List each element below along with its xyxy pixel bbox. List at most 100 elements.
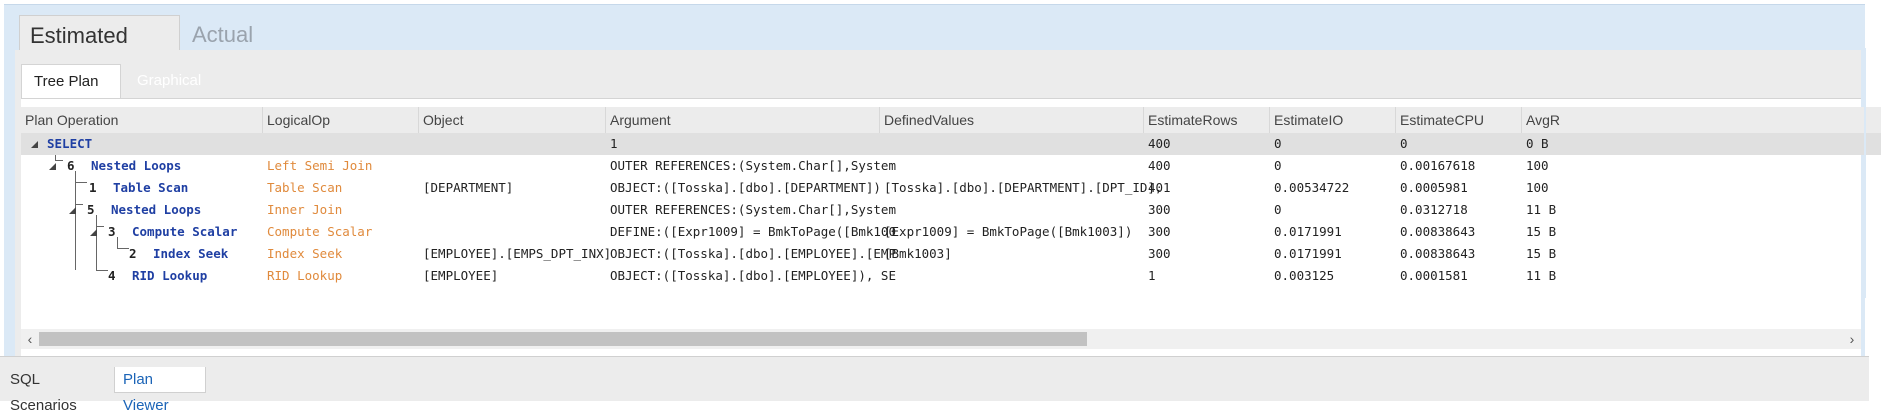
column-header-estimaterows[interactable]: EstimateRows xyxy=(1144,107,1270,133)
logicalop-cell: Left Semi Join xyxy=(267,158,373,173)
collapse-triangle-icon[interactable] xyxy=(69,207,79,217)
plan-operation-name[interactable]: Index Seek xyxy=(153,246,229,261)
object-cell xyxy=(419,199,606,221)
plan-operation-name[interactable]: Table Scan xyxy=(113,180,189,195)
avgr-cell: 100 xyxy=(1526,158,1549,173)
logicalop-cell: RID Lookup xyxy=(267,268,343,283)
horizontal-scrollbar[interactable]: ‹ › xyxy=(21,329,1861,349)
tab-tree-plan[interactable]: Tree Plan xyxy=(21,64,121,98)
plan-row-rid-lookup[interactable]: 4 RID Lookup RID Lookup [EMPLOYEE] OBJEC… xyxy=(21,265,1881,287)
avgr-cell: 100 xyxy=(1526,180,1549,195)
column-header-argument[interactable]: Argument xyxy=(606,107,880,133)
argument-cell: OUTER REFERENCES:(System.Char[],System xyxy=(610,202,896,217)
estimaterows-cell: 401 xyxy=(1148,180,1171,195)
estimateio-cell: 0.003125 xyxy=(1274,268,1335,283)
plan-operation-name[interactable]: SELECT xyxy=(47,136,93,151)
column-header-object[interactable]: Object xyxy=(419,107,606,133)
plan-row-compute-scalar[interactable]: 3 Compute Scalar Compute Scalar DEFINE:(… xyxy=(21,221,1881,243)
estimaterows-cell: 400 xyxy=(1148,136,1171,151)
avgr-cell: 15 B xyxy=(1526,224,1557,239)
argument-cell: DEFINE:([Expr1009] = BmkToPage([Bmk100 xyxy=(610,224,896,239)
chevron-right-icon[interactable]: › xyxy=(1849,331,1855,347)
collapse-triangle-icon[interactable] xyxy=(31,141,41,151)
estimatecpu-cell: 0.0001581 xyxy=(1400,268,1468,283)
tree-line xyxy=(117,237,118,248)
plan-operation-name[interactable]: RID Lookup xyxy=(132,268,208,283)
plan-operation-cell: 3 Compute Scalar xyxy=(21,221,283,243)
node-id: 3 xyxy=(108,224,116,239)
column-header-plan-operation[interactable]: Plan Operation xyxy=(21,107,263,133)
object-cell xyxy=(419,155,606,177)
tab-graphical-plan[interactable]: Graphical Plan xyxy=(137,72,202,123)
node-id: 2 xyxy=(129,246,137,261)
tree-line xyxy=(96,226,104,227)
bottom-tab-bar: SQL Scenarios Plan Viewer xyxy=(0,356,1869,414)
tab-plan-viewer[interactable]: Plan Viewer xyxy=(114,367,206,414)
panel-edge xyxy=(1864,48,1866,298)
tree-line xyxy=(117,248,129,249)
plan-operation-cell: 2 Index Seek xyxy=(21,243,283,265)
avgr-cell: 11 B xyxy=(1526,268,1557,283)
object-cell: [EMPLOYEE] xyxy=(423,268,499,283)
column-header-estimatecpu[interactable]: EstimateCPU xyxy=(1396,107,1522,133)
estimatecpu-cell: 0.0005981 xyxy=(1400,180,1468,195)
tree-line xyxy=(75,204,83,205)
estimatecpu-cell: 0.00167618 xyxy=(1400,158,1476,173)
tree-line xyxy=(75,182,87,183)
node-id: 1 xyxy=(89,180,97,195)
plan-row-select[interactable]: SELECT 1 400 0 0 0 B xyxy=(21,133,1881,155)
plan-row-nested-loops[interactable]: 5 Nested Loops Inner Join OUTER REFERENC… xyxy=(21,199,1881,221)
node-id: 4 xyxy=(108,268,116,283)
column-header-logicalop[interactable]: LogicalOp xyxy=(263,107,419,133)
estimatecpu-cell: 0.00838643 xyxy=(1400,246,1476,261)
estimateio-cell: 0 xyxy=(1274,136,1282,151)
definedvalues-cell: [Bmk1003] xyxy=(884,246,952,261)
node-id: 6 xyxy=(67,158,75,173)
plan-row-table-scan[interactable]: 1 Table Scan Table Scan [DEPARTMENT] OBJ… xyxy=(21,177,1881,199)
tree-line xyxy=(96,270,108,271)
plan-row-nested-loops[interactable]: 6 Nested Loops Left Semi Join OUTER REFE… xyxy=(21,155,1881,177)
plan-operation-name[interactable]: Nested Loops xyxy=(91,158,182,173)
column-header-definedvalues[interactable]: DefinedValues xyxy=(880,107,1144,133)
tree-plan-grid: Plan Operation LogicalOp Object Argument… xyxy=(21,107,1881,329)
node-id: 5 xyxy=(87,202,95,217)
avgr-cell: 15 B xyxy=(1526,246,1557,261)
estimateio-cell: 0 xyxy=(1274,158,1282,173)
definedvalues-cell xyxy=(880,199,1144,221)
avgr-cell: 0 B xyxy=(1526,136,1549,151)
tree-plan-grid-frame: Plan Operation LogicalOp Object Argument… xyxy=(21,98,1881,357)
estimaterows-cell: 1 xyxy=(1148,268,1156,283)
argument-cell: OBJECT:([Tosska].[dbo].[DEPARTMENT]) xyxy=(610,180,881,195)
argument-cell: 1 xyxy=(610,136,618,151)
scrollbar-thumb[interactable] xyxy=(39,332,1087,346)
plan-row-index-seek[interactable]: 2 Index Seek Index Seek [EMPLOYEE].[EMPS… xyxy=(21,243,1881,265)
logicalop-cell: Inner Join xyxy=(267,202,343,217)
plan-operation-name[interactable]: Nested Loops xyxy=(111,202,202,217)
plan-operation-cell: 6 Nested Loops xyxy=(21,155,283,177)
column-header-estimateio[interactable]: EstimateIO xyxy=(1270,107,1396,133)
chevron-left-icon[interactable]: ‹ xyxy=(27,331,33,347)
definedvalues-cell xyxy=(880,155,1144,177)
argument-cell: OBJECT:([Tosska].[dbo].[EMPLOYEE].[EMP xyxy=(610,246,896,261)
tab-estimated-plan[interactable]: Estimated Plan xyxy=(19,15,180,88)
plan-operation-cell: SELECT xyxy=(21,133,283,155)
argument-cell: OUTER REFERENCES:(System.Char[],System xyxy=(610,158,896,173)
object-cell xyxy=(419,221,606,243)
plan-operation-cell: 1 Table Scan xyxy=(21,177,283,199)
collapse-triangle-icon[interactable] xyxy=(49,163,59,173)
tab-actual-plan[interactable]: Actual Plan xyxy=(192,22,254,87)
estimateio-cell: 0.0171991 xyxy=(1274,246,1342,261)
column-header-avgr[interactable]: AvgR xyxy=(1526,112,1560,128)
definedvalues-cell: [Expr1009] = BmkToPage([Bmk1003]) xyxy=(884,224,1133,239)
estimatecpu-cell: 0.00838643 xyxy=(1400,224,1476,239)
plan-operation-name[interactable]: Compute Scalar xyxy=(132,224,238,239)
logicalop-cell xyxy=(263,133,419,155)
tab-sql-scenarios[interactable]: SQL Scenarios xyxy=(10,371,77,414)
definedvalues-cell: [Tosska].[dbo].[DEPARTMENT].[DPT_ID], xyxy=(884,180,1163,195)
argument-cell: OBJECT:([Tosska].[dbo].[EMPLOYEE]), SE xyxy=(610,268,896,283)
collapse-triangle-icon[interactable] xyxy=(90,229,100,239)
grid-header: Plan Operation LogicalOp Object Argument… xyxy=(21,107,1881,133)
estimateio-cell: 0.00534722 xyxy=(1274,180,1350,195)
estimaterows-cell: 300 xyxy=(1148,224,1171,239)
estimaterows-cell: 400 xyxy=(1148,158,1171,173)
